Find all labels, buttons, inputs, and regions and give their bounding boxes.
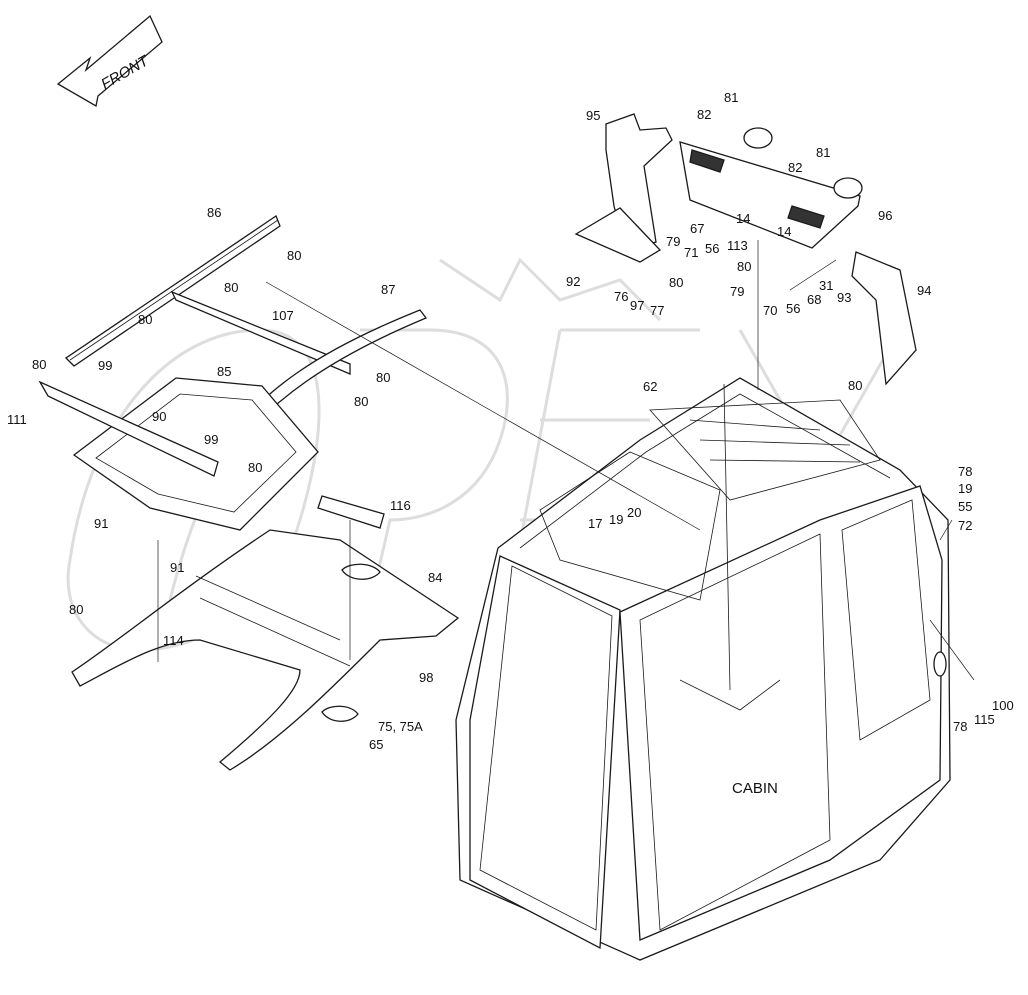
rear-trim-95 xyxy=(574,113,673,263)
rear-trim-94 xyxy=(851,251,917,386)
callout: 80 xyxy=(737,259,751,274)
callout: 79 xyxy=(666,234,680,249)
callout: 95 xyxy=(586,108,600,123)
callout: 14 xyxy=(777,224,791,239)
callout: 94 xyxy=(917,283,931,298)
callout: 80 xyxy=(354,394,368,409)
callout: 17 xyxy=(588,516,602,531)
callout: 116 xyxy=(390,498,411,513)
callout: 84 xyxy=(428,570,442,585)
callout: 82 xyxy=(788,160,802,175)
leader-lines xyxy=(157,240,975,681)
callout: 86 xyxy=(207,205,221,220)
callout: 78 xyxy=(953,719,967,734)
callout: 80 xyxy=(848,378,862,393)
callout: 19 xyxy=(609,512,623,527)
callout: 97 xyxy=(630,298,644,313)
roof-panel-84 xyxy=(71,495,460,771)
callout: 100 xyxy=(992,698,1014,713)
speakers xyxy=(743,127,863,199)
callout: 87 xyxy=(381,282,395,297)
callout: 76 xyxy=(614,289,628,304)
callout: 70 xyxy=(763,303,777,318)
callout: 68 xyxy=(807,292,821,307)
callout: 113 xyxy=(727,238,748,253)
callout: 72 xyxy=(958,518,972,533)
callout: 56 xyxy=(786,301,800,316)
callout: 115 xyxy=(974,712,995,727)
callout: 20 xyxy=(627,505,641,520)
callout: 93 xyxy=(837,290,851,305)
callout: 96 xyxy=(878,208,892,223)
callout: 99 xyxy=(204,432,218,447)
callout: 80 xyxy=(32,357,46,372)
callout: 111 xyxy=(7,412,27,427)
callout: 82 xyxy=(697,107,711,122)
callout: 98 xyxy=(419,670,433,685)
roof-trim-86 xyxy=(64,215,281,367)
callout: 67 xyxy=(690,221,704,236)
callout: 62 xyxy=(643,379,657,394)
callout: 91 xyxy=(170,560,184,575)
callout: 91 xyxy=(94,516,108,531)
callout: 75, 75A xyxy=(378,719,423,734)
front-arrow-icon: FRONT xyxy=(56,14,163,108)
callout: 55 xyxy=(958,499,972,514)
callout: 114 xyxy=(163,633,184,648)
callout: 78 xyxy=(958,464,972,479)
callout: 19 xyxy=(958,481,972,496)
callout: 80 xyxy=(376,370,390,385)
callout: 99 xyxy=(98,358,112,373)
callout: 80 xyxy=(248,460,262,475)
cabin-label: CABIN xyxy=(732,780,778,797)
callout: 71 xyxy=(684,245,698,260)
callout: 90 xyxy=(152,409,166,424)
headliner-85 xyxy=(38,377,319,531)
callout: 80 xyxy=(224,280,238,295)
callout: 65 xyxy=(369,737,383,752)
callout: 80 xyxy=(287,248,301,263)
callout-labels: 86 80 80 80 107 87 80 99 80 80 85 90 111… xyxy=(7,90,1014,752)
callout: 14 xyxy=(736,211,750,226)
callout: 56 xyxy=(705,241,719,256)
callout: 85 xyxy=(217,364,231,379)
callout: 80 xyxy=(669,275,683,290)
roof-trim-107 xyxy=(170,290,351,375)
callout: 107 xyxy=(272,308,294,323)
callout: 80 xyxy=(138,312,152,327)
rear-trim-96 xyxy=(679,141,861,249)
cabin-frame xyxy=(455,377,951,961)
callout: 80 xyxy=(69,602,83,617)
callout: 79 xyxy=(730,284,744,299)
callout: 81 xyxy=(816,145,830,160)
callout: 81 xyxy=(724,90,738,105)
callout: 31 xyxy=(819,278,833,293)
callout: 92 xyxy=(566,274,580,289)
callout: 77 xyxy=(650,303,664,318)
